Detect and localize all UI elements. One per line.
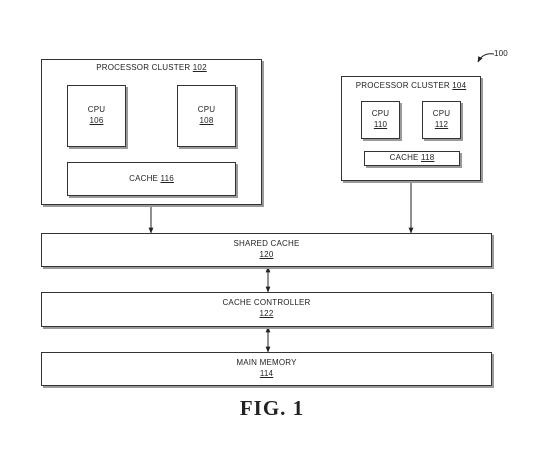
- processor-cluster-102-title: PROCESSOR CLUSTER 102: [41, 63, 262, 73]
- cpu-110: [361, 101, 400, 139]
- processor-cluster-102-label: PROCESSOR CLUSTER: [96, 63, 191, 72]
- figure-ref-leader: [477, 53, 495, 63]
- shared-cache-120-ref: 120: [259, 250, 274, 259]
- cpu-108: [177, 85, 236, 147]
- figure-ref-number: 100: [494, 49, 508, 58]
- cache-118: [364, 151, 460, 166]
- main-memory-114: [41, 352, 492, 386]
- cpu-110-label: CPU: [371, 109, 390, 118]
- cache-116-label: CACHE: [129, 174, 159, 183]
- cache-116-title: CACHE 116: [67, 174, 236, 184]
- processor-cluster-104-ref: 104: [452, 81, 467, 90]
- cache-controller-122-ref: 122: [259, 309, 274, 318]
- cache-118-ref: 118: [421, 153, 435, 162]
- cpu-106-label: CPU: [87, 105, 106, 114]
- cpu-112-label: CPU: [432, 109, 451, 118]
- cpu-110-ref: 110: [373, 120, 388, 129]
- cpu-108-ref: 108: [199, 116, 214, 125]
- figure-caption: FIG. 1: [239, 396, 305, 420]
- cache-118-label: CACHE: [389, 153, 419, 162]
- cpu-112-ref: 112: [434, 120, 449, 129]
- cpu-106-ref: 106: [89, 116, 104, 125]
- cpu-108-label: CPU: [197, 105, 216, 114]
- processor-cluster-104-title: PROCESSOR CLUSTER 104: [341, 81, 481, 91]
- processor-cluster-102-ref: 102: [192, 63, 207, 72]
- processor-cluster-104-label: PROCESSOR CLUSTER: [355, 81, 450, 90]
- cpu-112: [422, 101, 461, 139]
- cache-118-title: CACHE 118: [364, 153, 460, 163]
- cache-116: [67, 162, 236, 196]
- main-memory-114-ref: 114: [259, 369, 274, 378]
- cache-controller-122: [41, 292, 492, 327]
- cpu-106: [67, 85, 126, 147]
- cache-controller-122-label: CACHE CONTROLLER: [222, 298, 311, 307]
- main-memory-114-label: MAIN MEMORY: [236, 358, 297, 367]
- cache-116-ref: 116: [160, 174, 174, 183]
- shared-cache-120: [41, 233, 492, 267]
- shared-cache-120-label: SHARED CACHE: [233, 239, 300, 248]
